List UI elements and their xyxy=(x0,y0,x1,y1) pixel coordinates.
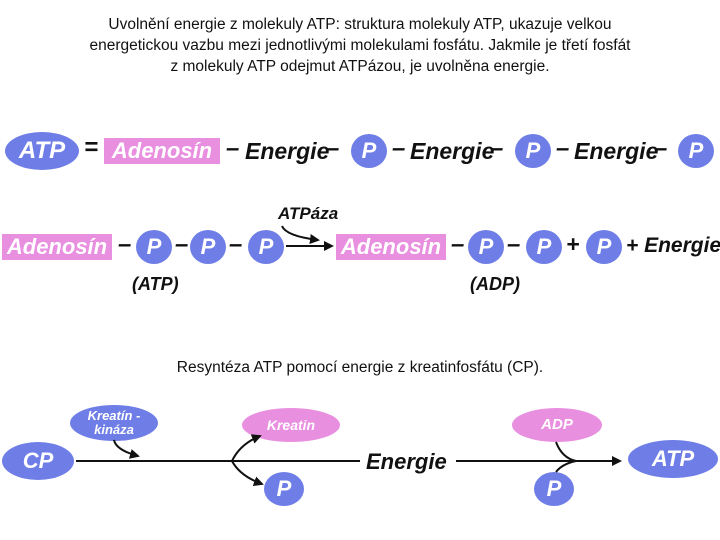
bond-dash-2: – xyxy=(326,135,340,162)
adenosin-label-left: Adenosín xyxy=(6,234,108,259)
plus-energie-label: + Energie xyxy=(626,234,720,257)
energie-label-cp: Energie xyxy=(366,449,447,474)
p-merge-curve xyxy=(555,460,577,473)
phosphate-l3: P xyxy=(248,230,284,264)
phosphate-2: P xyxy=(515,134,551,168)
phosphate-cp: P xyxy=(264,472,304,506)
atp-oval: ATP xyxy=(5,132,79,170)
phosphate-l1: P xyxy=(136,230,172,264)
adenosin-label: Adenosín xyxy=(111,138,213,163)
atp-paren-label: (ATP) xyxy=(132,274,179,294)
bond-dash-6: – xyxy=(654,135,668,162)
plus-sign: + xyxy=(566,231,580,257)
adp-oval: ADP xyxy=(512,408,602,442)
bond-dash-r2: – xyxy=(507,231,521,258)
caption-top-line-3: z molekuly ATP odejmut ATPázou, je uvoln… xyxy=(170,58,550,75)
adenosin-label-right: Adenosín xyxy=(340,234,442,259)
bond-dash-l2: – xyxy=(175,231,189,258)
energie-label-1: Energie xyxy=(245,138,330,164)
adenosin-box: Adenosín xyxy=(104,138,220,164)
cp-label: CP xyxy=(22,448,54,473)
enzyme-line-2: kináza xyxy=(94,422,134,437)
phosphate-r2: P xyxy=(526,230,562,264)
phosphate-branch-arrow xyxy=(231,460,264,486)
bond-dash-r1: – xyxy=(451,231,465,258)
energie-label-2: Energie xyxy=(410,138,495,164)
enzyme-line-1: Kreatín - xyxy=(87,408,141,423)
caption-top-line-2: energetickou vazbu mezi jednotlivými mol… xyxy=(89,37,631,54)
equals-sign: = xyxy=(84,134,99,161)
phosphate-r1: P xyxy=(468,230,504,264)
caption-top-line-1: Uvolnění energie z molekuly ATP: struktu… xyxy=(108,16,612,33)
kreatin-kinaza-oval: Kreatín - kináza xyxy=(70,405,158,441)
bond-dash-5: – xyxy=(556,135,570,162)
phosphate-1: P xyxy=(351,134,387,168)
atpaza-hook-arrow xyxy=(281,225,320,244)
bond-dash-1: – xyxy=(226,135,240,162)
atpaza-label: ATPáza xyxy=(278,204,339,223)
bond-dash-l1: – xyxy=(118,231,132,258)
enzyme-hook-arrow xyxy=(113,439,140,459)
bond-dash-3: – xyxy=(392,135,406,162)
kreatin-branch-arrow xyxy=(231,434,262,462)
cp-oval: CP xyxy=(2,442,74,480)
phosphate-adp: P xyxy=(534,472,574,506)
caption-bottom: Resyntéza ATP pomocí energie z kreatinfo… xyxy=(176,359,544,376)
phosphate-3: P xyxy=(678,134,714,168)
adenosin-box-right: Adenosín xyxy=(336,234,446,260)
atp-oval-result: ATP xyxy=(628,440,718,478)
bond-dash-l3: – xyxy=(229,231,243,258)
energie-label-3: Energie xyxy=(574,138,659,164)
caption-top: Uvolnění energie z molekuly ATP: struktu… xyxy=(0,14,720,77)
kreatin-label: Kreatin xyxy=(266,417,316,433)
adp-label: ADP xyxy=(541,416,573,433)
phosphate-free: P xyxy=(586,230,622,264)
bond-dash-4: – xyxy=(490,135,504,162)
atp-label: ATP xyxy=(18,137,66,164)
phosphate-l2: P xyxy=(190,230,226,264)
atp-result-label: ATP xyxy=(651,446,695,471)
adp-paren-label: (ADP) xyxy=(470,274,520,294)
adenosin-box-left: Adenosín xyxy=(2,234,112,260)
adp-merge-curve xyxy=(555,441,577,462)
